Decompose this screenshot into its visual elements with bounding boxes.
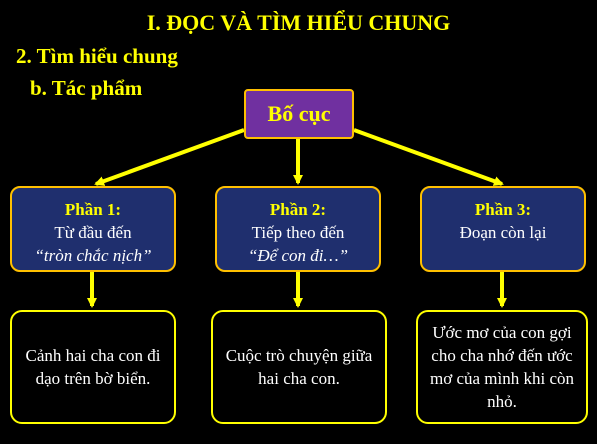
- subsection-heading: b. Tác phẩm: [30, 76, 143, 100]
- arrow-root-to-part-3: [353, 128, 504, 186]
- part-1-box: Phần 1: Từ đầu đến “tròn chắc nịch”: [10, 186, 176, 272]
- part-1-title: Phần 1:: [64, 200, 122, 219]
- part-3-description: Ước mơ của con gợi cho cha nhớ đến ước m…: [416, 310, 588, 424]
- part-2-title: Phần 2:: [269, 200, 327, 219]
- part-2-description: Cuộc trò chuyện giữa hai cha con.: [211, 310, 387, 424]
- part-2-line: Tiếp theo đến: [251, 223, 345, 242]
- section-heading: 2. Tìm hiểu chung: [16, 44, 178, 68]
- part-1-quote: “tròn chắc nịch”: [34, 246, 152, 265]
- slide-title: I. ĐỌC VÀ TÌM HIỂU CHUNG: [146, 10, 451, 35]
- part-1-description: Cảnh hai cha con đi dạo trên bờ biển.: [10, 310, 176, 424]
- root-node-bo-cuc: Bố cục: [244, 89, 354, 139]
- arrow-root-to-part-1: [94, 128, 245, 186]
- part-2-quote: “Để con đi…”: [247, 246, 349, 265]
- part-3-title: Phần 3:: [474, 200, 532, 219]
- part-1-line: Từ đầu đến: [54, 223, 132, 242]
- part-3-box: Phần 3: Đoạn còn lại: [420, 186, 586, 272]
- part-3-line: Đoạn còn lại: [459, 223, 547, 242]
- part-2-box: Phần 2: Tiếp theo đến “Để con đi…”: [215, 186, 381, 272]
